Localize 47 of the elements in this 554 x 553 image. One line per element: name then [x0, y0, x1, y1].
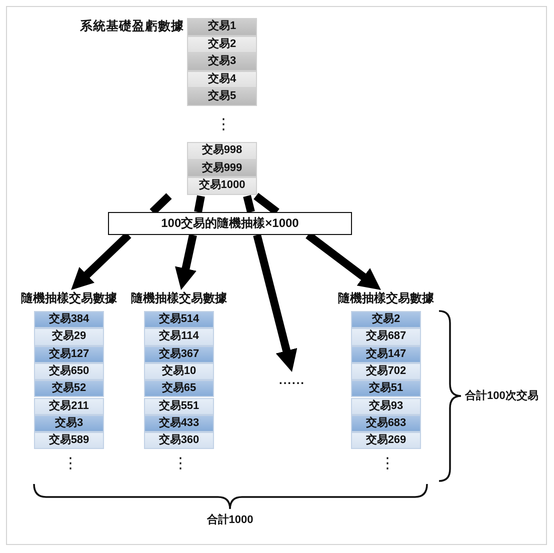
- transaction-row: 交易211: [34, 398, 104, 415]
- transaction-row: 交易147: [351, 346, 421, 363]
- transaction-row: 交易114: [144, 328, 214, 346]
- transaction-row: 交易687: [351, 328, 421, 346]
- arrow: [253, 234, 298, 372]
- transaction-row: 交易10: [144, 362, 214, 380]
- vertical-ellipsis: ⋮: [63, 453, 75, 474]
- transaction-row: 交易360: [144, 432, 214, 450]
- total-label: 合計1000: [206, 513, 254, 527]
- transaction-row: 交易2: [187, 36, 257, 54]
- vertical-ellipsis: ⋮: [380, 453, 392, 474]
- vertical-ellipsis: ⋮: [173, 453, 185, 474]
- transaction-row: 交易384: [34, 311, 104, 328]
- transaction-row: 交易589: [34, 432, 104, 450]
- transaction-row: 交易650: [34, 362, 104, 380]
- transaction-row: 交易1000: [187, 177, 257, 195]
- data-column: [80, 17, 258, 196]
- transaction-row: 交易52: [34, 380, 104, 398]
- transaction-row: 交易514: [144, 311, 214, 328]
- transaction-row: 交易51: [351, 380, 421, 398]
- transaction-row: 交易433: [144, 414, 214, 432]
- transaction-row: 交易2: [351, 311, 421, 328]
- transaction-row: 交易3: [187, 53, 257, 71]
- vertical-ellipsis: ⋮: [216, 114, 228, 135]
- transaction-row: 交易367: [144, 346, 214, 363]
- column-title: 系統基礎盈虧數據: [80, 18, 184, 34]
- transaction-row: 交易29: [34, 328, 104, 346]
- transaction-row: 交易65: [144, 380, 214, 398]
- transaction-row: 交易127: [34, 346, 104, 363]
- transaction-row: 交易3: [34, 414, 104, 432]
- total-label: 合計100次交易: [465, 389, 540, 403]
- transaction-row: 交易999: [187, 160, 257, 178]
- ellipsis-text: ......: [271, 372, 313, 388]
- transaction-row: 交易4: [187, 70, 257, 88]
- transaction-row: 交易1: [187, 18, 257, 36]
- column-title: 隨機抽樣交易數據: [20, 290, 118, 306]
- transaction-row: 交易551: [144, 398, 214, 415]
- arrow: [174, 234, 197, 290]
- column-title: 隨機抽樣交易數據: [337, 290, 435, 306]
- column-title: 隨機抽樣交易數據: [130, 290, 228, 306]
- process-box: 100交易的隨機抽樣×1000: [108, 212, 352, 235]
- transaction-row: 交易269: [351, 432, 421, 450]
- transaction-row: 交易683: [351, 414, 421, 432]
- transaction-row: 交易998: [187, 142, 257, 160]
- transaction-row: 交易5: [187, 88, 257, 106]
- transaction-row: 交易702: [351, 362, 421, 380]
- transaction-row: 交易93: [351, 398, 421, 415]
